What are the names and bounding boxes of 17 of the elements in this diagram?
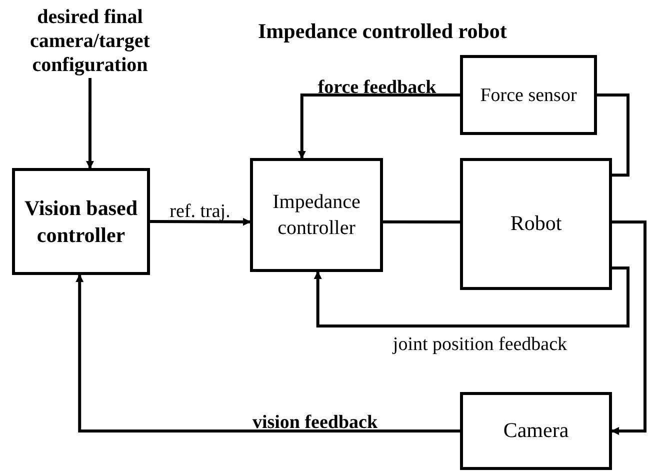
block-box: Impedance controller: [250, 158, 383, 272]
diagram-title: Impedance controlled robot: [258, 18, 507, 45]
block-box: Robot: [460, 158, 612, 290]
block-box: Vision based controller: [12, 168, 150, 275]
edge-label: ref. traj.: [168, 200, 232, 224]
connector-arrow: [76, 274, 460, 432]
block-box: Force sensor: [460, 55, 597, 135]
edge-label: force feedback: [316, 76, 438, 100]
edge-label: vision feedback: [251, 411, 379, 435]
connector-arrow: [611, 220, 646, 435]
connector-arrow: [314, 266, 630, 328]
block-box: Camera: [460, 392, 612, 470]
input-label: desired final camera/target configuration: [5, 4, 175, 78]
connector-arrow: [86, 78, 94, 169]
connector-arrow: [150, 218, 251, 226]
connector-arrow: [298, 94, 460, 159]
edge-label: joint position feedback: [391, 333, 568, 357]
